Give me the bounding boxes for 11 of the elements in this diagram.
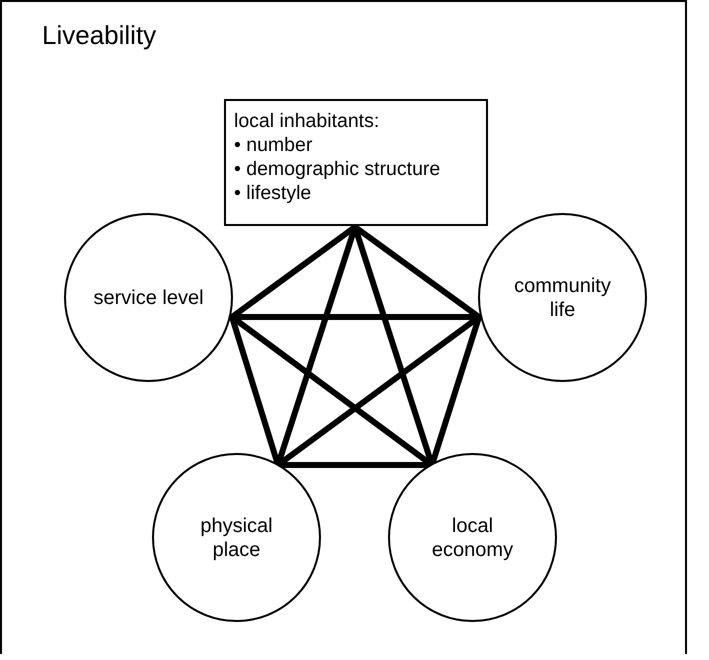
diagram-frame (0, 0, 687, 654)
node-label: community life (513, 274, 612, 322)
bullet-item: • demographic structure (234, 157, 442, 181)
frame-heading: Liveability (42, 20, 156, 50)
node-label: physical place (199, 514, 274, 562)
node-label: local economy (430, 514, 514, 562)
bullet-item: • lifestyle (234, 181, 312, 205)
info-box (224, 99, 488, 226)
node-label: service level (92, 286, 205, 310)
bullet-item: • number (234, 133, 314, 157)
box-heading: local inhabitants: (234, 109, 380, 133)
